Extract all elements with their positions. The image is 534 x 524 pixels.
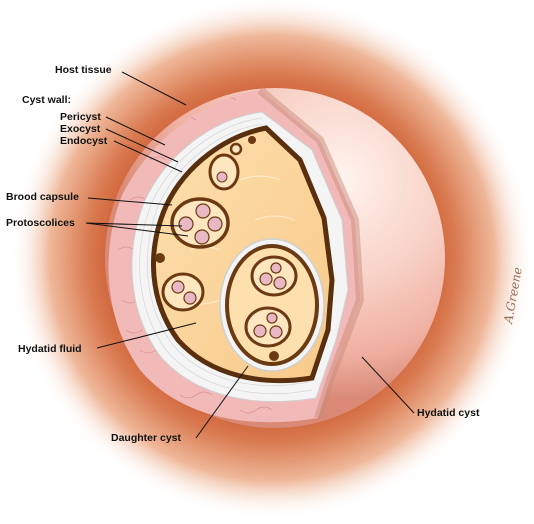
cut-edge (257, 86, 365, 420)
label-cyst-wall: Cyst wall: (22, 94, 71, 106)
label-host-tissue: Host tissue (55, 64, 112, 76)
label-exocyst: Exocyst (60, 123, 101, 135)
daughter-cyst (219, 238, 325, 372)
label-daughter-cyst: Daughter cyst (111, 432, 182, 444)
protoscolex (207, 216, 223, 232)
label-hydatid-fluid: Hydatid fluid (18, 343, 82, 355)
label-protoscolices: Protoscolices (6, 217, 75, 229)
label-brood-capsule: Brood capsule (6, 191, 79, 203)
brood-capsule-left (155, 136, 256, 312)
brood-capsule-small (208, 142, 243, 191)
leader-lines (85, 71, 415, 439)
brood-capsule (170, 197, 230, 249)
protoscolex (195, 203, 211, 219)
protoscolex (178, 216, 194, 232)
label-hydatid-cyst: Hydatid cyst (417, 407, 480, 419)
label-pericyst: Pericyst (60, 111, 101, 123)
label-endocyst: Endocyst (60, 135, 108, 147)
protoscolex (194, 229, 210, 245)
